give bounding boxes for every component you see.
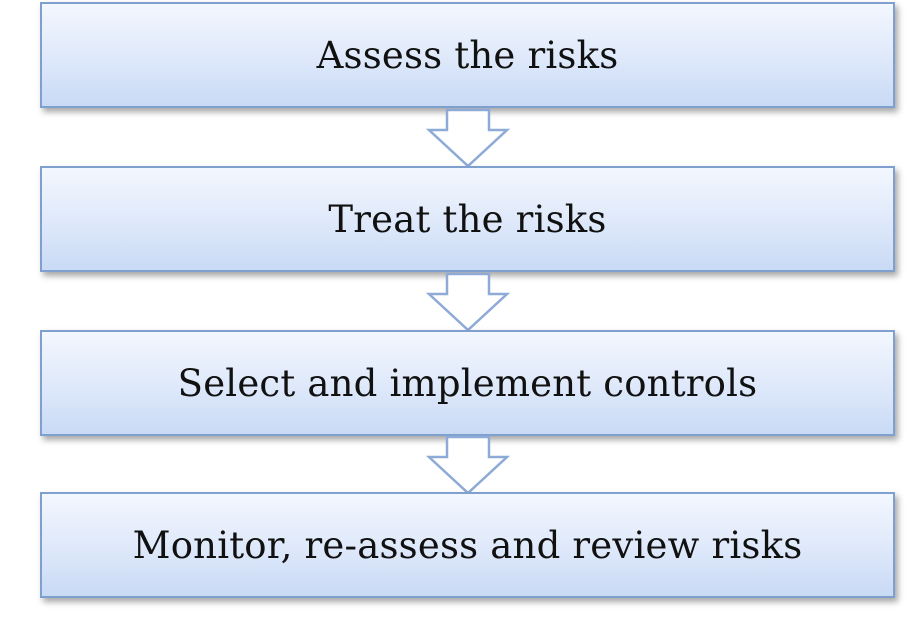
step-label: Monitor, re-assess and review risks — [132, 523, 803, 567]
step-assess-risks: Assess the risks — [40, 2, 895, 108]
step-label: Select and implement controls — [177, 361, 758, 405]
step-monitor-review-risks: Monitor, re-assess and review risks — [40, 492, 895, 598]
step-label: Treat the risks — [328, 197, 607, 241]
down-arrow-icon — [425, 108, 511, 168]
down-arrow-icon — [425, 435, 511, 495]
down-arrow-icon — [425, 272, 511, 332]
step-label: Assess the risks — [316, 33, 619, 77]
step-select-implement-controls: Select and implement controls — [40, 330, 895, 436]
step-treat-risks: Treat the risks — [40, 166, 895, 272]
